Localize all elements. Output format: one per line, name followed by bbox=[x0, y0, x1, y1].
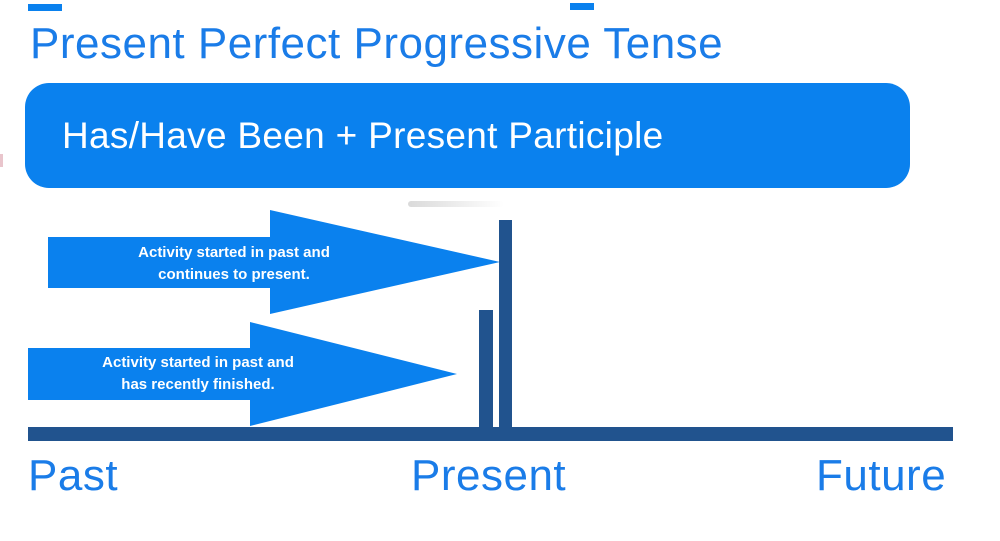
gray-smudge-artifact bbox=[408, 201, 504, 207]
present-marker-short bbox=[479, 310, 493, 441]
arrow-1-caption-line-1: Activity started in past and bbox=[138, 244, 330, 261]
formula-box: Has/Have Been + Present Participle bbox=[25, 83, 910, 188]
blue-dash-artifact-middle bbox=[570, 3, 594, 10]
blue-dash-artifact-left bbox=[28, 4, 62, 11]
arrow-1-body bbox=[48, 237, 270, 288]
present-marker-tall bbox=[499, 220, 512, 441]
arrow-1-caption-line-2: continues to present. bbox=[158, 266, 310, 283]
formula-text: Has/Have Been + Present Participle bbox=[62, 114, 664, 156]
timeline-label-future: Future bbox=[816, 451, 947, 500]
arrow-2-body bbox=[28, 348, 250, 400]
arrow-2-caption-line-2: has recently finished. bbox=[121, 376, 275, 393]
timeline-bar bbox=[28, 427, 953, 441]
edge-mark-artifact bbox=[0, 154, 3, 167]
arrow-2-caption: Activity started in past and has recentl… bbox=[28, 352, 368, 396]
arrow-2-caption-line-1: Activity started in past and bbox=[102, 354, 294, 371]
arrow-2-head bbox=[250, 322, 457, 426]
arrow-1-head bbox=[270, 210, 500, 314]
arrow-1-caption: Activity started in past and continues t… bbox=[48, 242, 420, 286]
timeline-label-past: Past bbox=[28, 451, 119, 500]
timeline-label-present: Present bbox=[411, 451, 567, 500]
page-title: Present Perfect Progressive Tense bbox=[30, 19, 724, 68]
